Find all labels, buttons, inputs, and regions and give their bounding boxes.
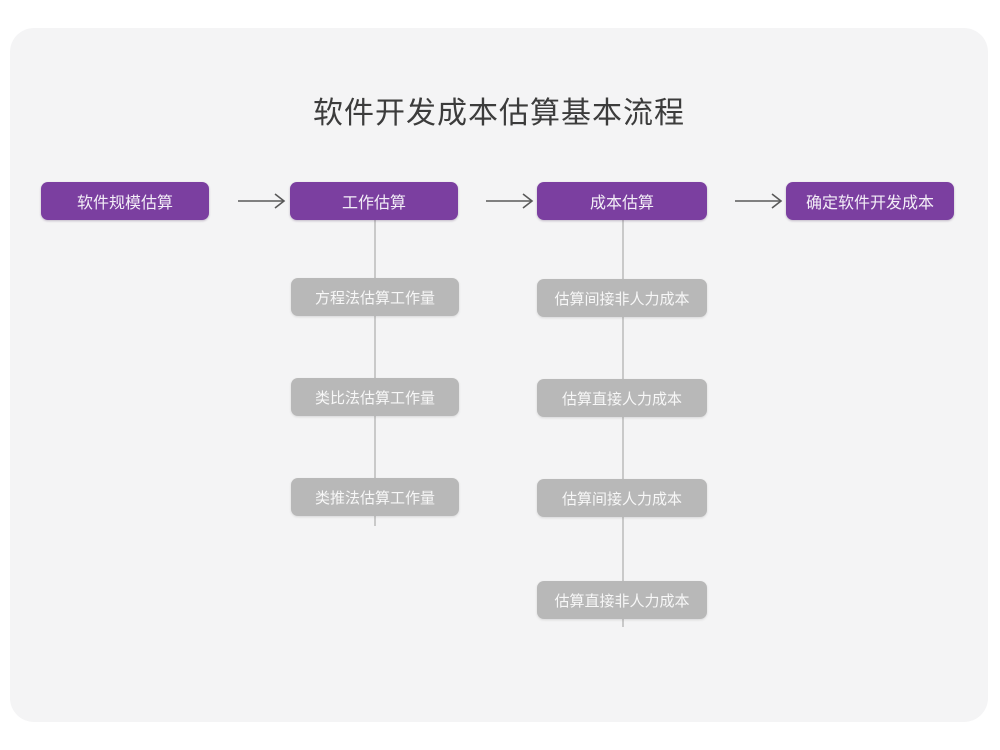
connector-stage2-vertical xyxy=(374,219,376,526)
substep-node-label: 估算直接人力成本 xyxy=(561,390,682,408)
stage-node-label: 成本估算 xyxy=(589,195,654,212)
arrow-right-icon-2 xyxy=(483,188,539,214)
substep-node-label: 类比法估算工作量 xyxy=(314,389,435,407)
arrow-right-icon-3 xyxy=(732,188,788,214)
diagram-canvas: 软件开发成本估算基本流程 软件规模估算 工作估算 成本估算 确定软件开发成本 xyxy=(10,28,988,722)
substep-node-inference-method-effort[interactable]: 类推法估算工作量 xyxy=(291,478,459,516)
stage-node-label: 确定软件开发成本 xyxy=(805,195,934,212)
page-title: 软件开发成本估算基本流程 xyxy=(313,97,685,130)
stage-node-label: 软件规模估算 xyxy=(76,195,173,212)
substep-node-label: 方程法估算工作量 xyxy=(314,289,435,307)
arrow-right-icon-1 xyxy=(235,188,291,214)
substep-node-direct-labor-cost[interactable]: 估算直接人力成本 xyxy=(537,379,707,417)
stage-node-determine-dev-cost[interactable]: 确定软件开发成本 xyxy=(786,182,954,220)
stage-node-effort-estimation[interactable]: 工作估算 xyxy=(290,182,458,220)
substep-node-analogy-method-effort[interactable]: 类比法估算工作量 xyxy=(291,378,459,416)
substep-node-equation-method-effort[interactable]: 方程法估算工作量 xyxy=(291,278,459,316)
substep-node-label: 估算直接非人力成本 xyxy=(554,592,690,610)
stage-node-cost-estimation[interactable]: 成本估算 xyxy=(537,182,707,220)
substep-node-label: 类推法估算工作量 xyxy=(314,489,435,507)
stage-node-label: 工作估算 xyxy=(341,195,406,212)
substep-node-label: 估算间接非人力成本 xyxy=(554,290,690,308)
substep-node-indirect-labor-cost[interactable]: 估算间接人力成本 xyxy=(537,479,707,517)
substep-node-direct-nonlabor-cost[interactable]: 估算直接非人力成本 xyxy=(537,581,707,619)
stage-node-software-scale-estimation[interactable]: 软件规模估算 xyxy=(41,182,209,220)
substep-node-indirect-nonlabor-cost[interactable]: 估算间接非人力成本 xyxy=(537,279,707,317)
connector-stage3-vertical xyxy=(622,219,624,627)
substep-node-label: 估算间接人力成本 xyxy=(561,490,682,508)
